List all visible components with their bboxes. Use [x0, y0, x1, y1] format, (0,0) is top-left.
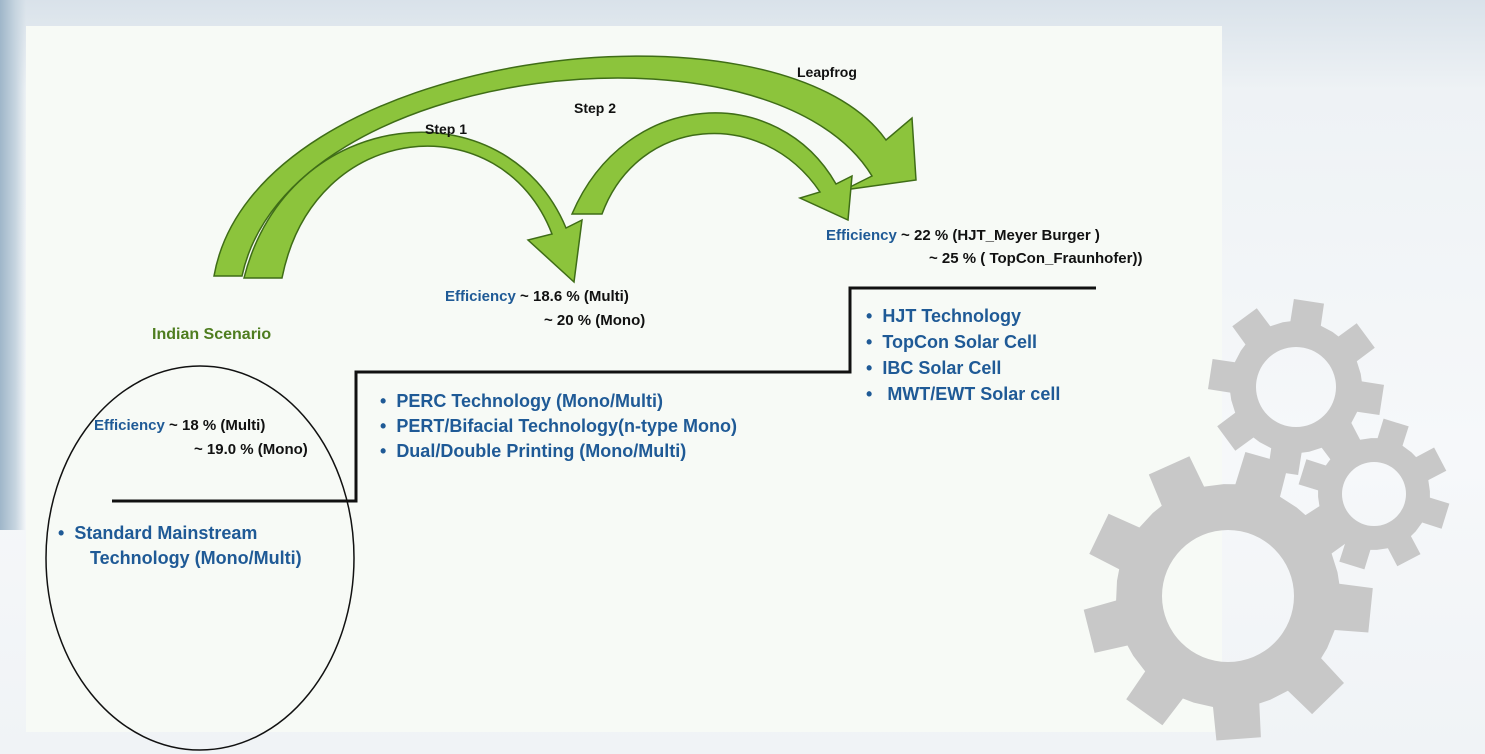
- list-item: • Standard Mainstream: [58, 523, 258, 543]
- list-item-text: TopCon Solar Cell: [882, 332, 1037, 352]
- technology-steps-line: [112, 286, 1096, 503]
- list-item-text: Standard Mainstream: [74, 523, 258, 543]
- efficiency-label: Efficiency: [445, 288, 516, 305]
- mid-efficiency-mono: ~ 20 % (Mono): [544, 312, 646, 329]
- list-item: • IBC Solar Cell: [866, 358, 1002, 378]
- list-item: • MWT/EWT Solar cell: [866, 384, 1061, 404]
- step1-label: Step 1: [425, 121, 468, 137]
- list-item-continued: Technology (Mono/Multi): [90, 548, 302, 568]
- efficiency-hjt: ~ 22 % (HJT_Meyer Burger ): [901, 227, 1100, 244]
- diagram-canvas: Leapfrog Step 1 Step 2 Indian Scenario E…: [26, 26, 1450, 751]
- efficiency-label: Efficiency: [826, 227, 897, 244]
- efficiency-multi: ~ 18.6 % (Multi): [520, 288, 629, 305]
- gear-icon: [1083, 452, 1373, 741]
- list-item-text: HJT Technology: [882, 306, 1021, 326]
- list-item: • PERT/Bifacial Technology(n-type Mono): [380, 416, 737, 436]
- list-item: • HJT Technology: [866, 306, 1021, 326]
- list-item-text: IBC Solar Cell: [882, 358, 1002, 378]
- diagram-svg: [45, 55, 1450, 751]
- list-item: • TopCon Solar Cell: [866, 332, 1037, 352]
- top-efficiency-topcon: ~ 25 % ( TopCon_Fraunhofer)): [929, 250, 1143, 267]
- list-item-text: PERT/Bifacial Technology(n-type Mono): [396, 416, 737, 436]
- indian-scenario-ellipse: [45, 365, 355, 751]
- leapfrog-label: Leapfrog: [797, 64, 857, 80]
- top-efficiency: Efficiency ~ 22 % (HJT_Meyer Burger ): [826, 227, 1100, 244]
- efficiency-multi: ~ 18 % (Multi): [169, 417, 266, 434]
- list-item-text: MWT/EWT Solar cell: [887, 384, 1061, 404]
- mid-efficiency: Efficiency ~ 18.6 % (Multi): [445, 288, 629, 305]
- efficiency-label: Efficiency: [94, 417, 165, 434]
- list-item-text: Dual/Double Printing (Mono/Multi): [396, 441, 687, 461]
- indian-scenario-title: Indian Scenario: [152, 326, 272, 343]
- indian-efficiency-mono: ~ 19.0 % (Mono): [194, 441, 308, 458]
- step2-arrow: [570, 112, 853, 222]
- gear-icon: [1298, 418, 1450, 570]
- list-item: • PERC Technology (Mono/Multi): [380, 391, 663, 411]
- background-photo-edge: [0, 0, 26, 530]
- leapfrog-arrow: [213, 55, 917, 277]
- indian-efficiency: Efficiency ~ 18 % (Multi): [94, 417, 265, 434]
- step1-arrow: [243, 131, 583, 284]
- list-item-text: PERC Technology (Mono/Multi): [396, 391, 663, 411]
- step2-label: Step 2: [574, 100, 617, 116]
- list-item: • Dual/Double Printing (Mono/Multi): [380, 441, 687, 461]
